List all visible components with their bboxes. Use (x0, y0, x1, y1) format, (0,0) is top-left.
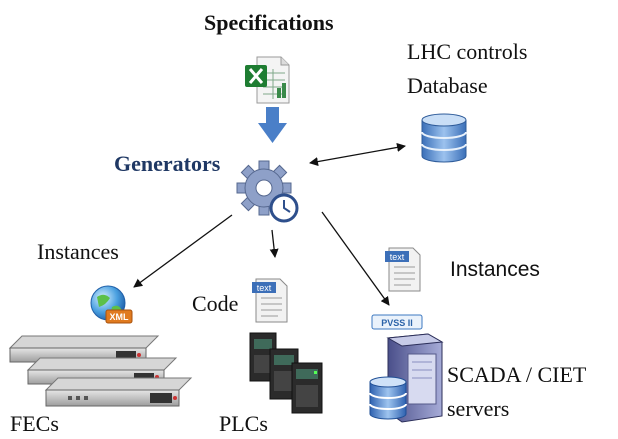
down-arrow-icon (258, 107, 287, 143)
text-doc-badge-code: text (257, 283, 272, 293)
instances-document-icon: text (385, 247, 421, 292)
scada-label-line1: SCADA / CIET (447, 362, 587, 387)
database-badge-icon (369, 376, 407, 420)
plcs-label: PLCs (219, 411, 268, 436)
pvss-badge-icon: PVSS II (371, 314, 423, 330)
arrow-generators-plcs (269, 229, 279, 258)
database-icon (421, 113, 467, 163)
fec-rack-servers-icon (8, 335, 193, 407)
scada-label-line2: servers (447, 396, 510, 421)
lhc-db-label-line1: LHC controls (407, 39, 528, 64)
scada-server-icon (369, 333, 444, 423)
plc-modules-icon (249, 332, 323, 414)
instances-right-label: Instances (450, 258, 540, 281)
arrow-generators-fecs (133, 214, 233, 288)
lhc-db-label-line2: Database (407, 73, 488, 98)
arrow-generators-scada (321, 211, 390, 306)
generators-title: Generators (114, 151, 221, 176)
fecs-label: FECs (10, 411, 59, 436)
text-doc-badge-instances: text (390, 252, 405, 262)
excel-spreadsheet-icon (245, 56, 290, 104)
pvss-badge-text: PVSS II (381, 318, 413, 328)
gear-clock-icon (236, 160, 299, 223)
code-document-icon: text (252, 278, 288, 323)
arrow-generators-database (309, 142, 406, 167)
rack-server-3 (44, 377, 193, 407)
xml-badge-text: XML (110, 312, 130, 322)
plc-module-3 (291, 362, 323, 414)
xml-globe-icon: XML (90, 285, 133, 324)
instances-left-label: Instances (37, 239, 119, 264)
code-label: Code (192, 291, 239, 316)
specifications-title: Specifications (204, 10, 334, 35)
